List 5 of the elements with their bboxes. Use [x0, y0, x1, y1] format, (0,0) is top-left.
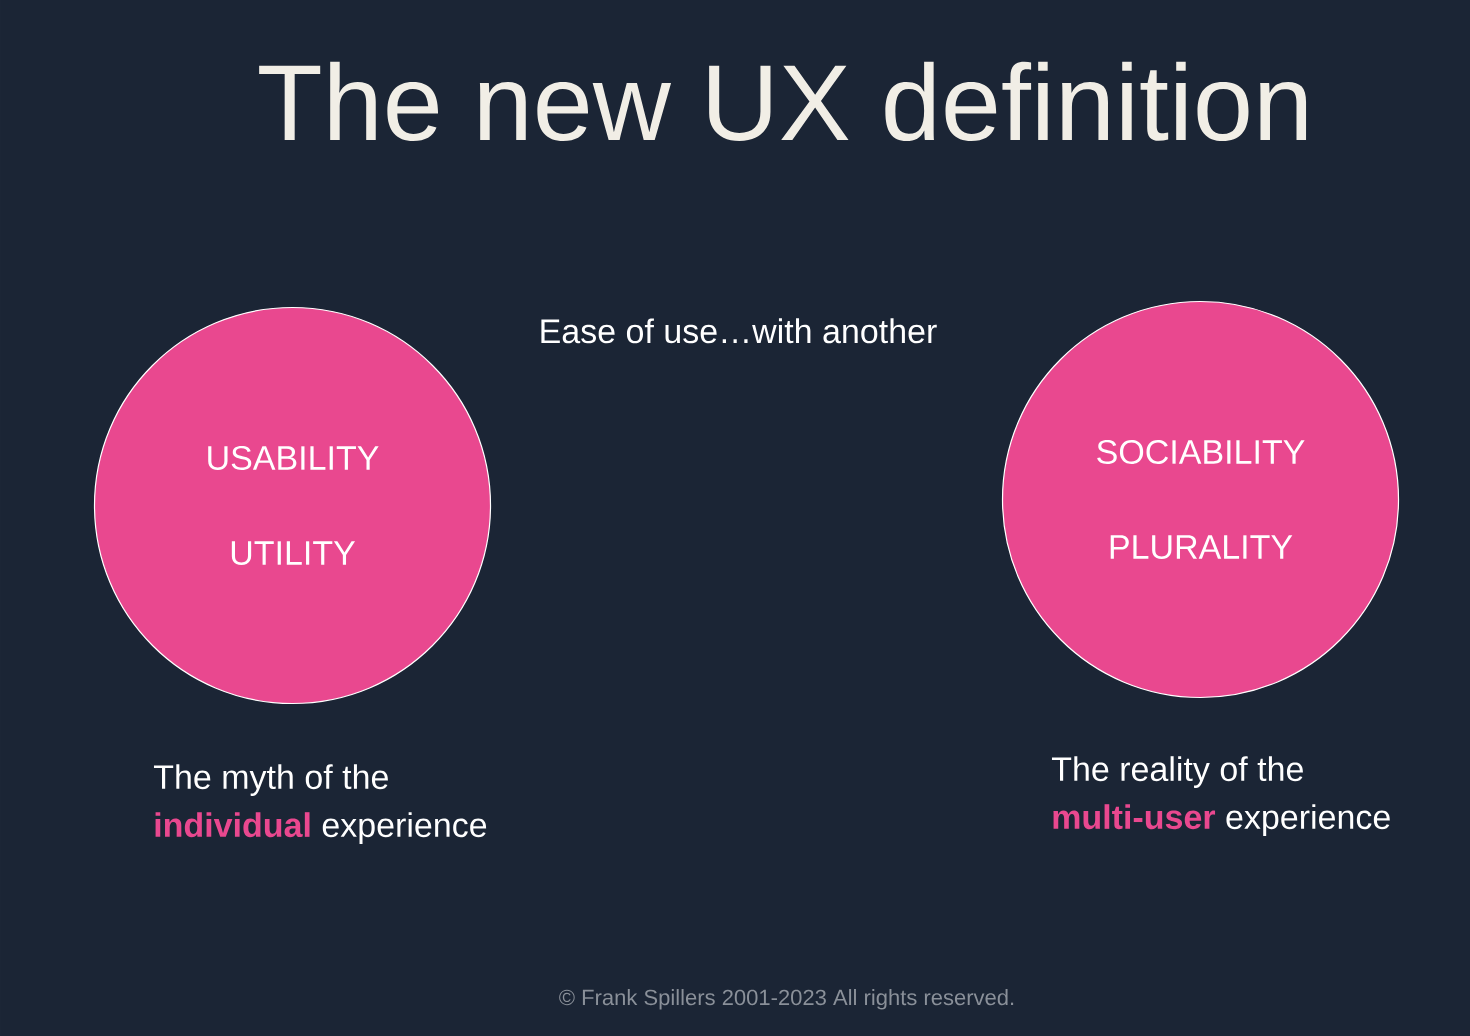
- copyright-notice: © Frank Spillers 2001-2023 All rights reserved.: [559, 989, 1014, 1010]
- caption-text: The myth of the individual experience: [154, 764, 487, 844]
- subtitle-text: Ease of use…with another: [541, 318, 937, 344]
- caption-text: The reality of the multi-user experience: [1052, 756, 1390, 836]
- title: The new UX definition: [259, 61, 1307, 142]
